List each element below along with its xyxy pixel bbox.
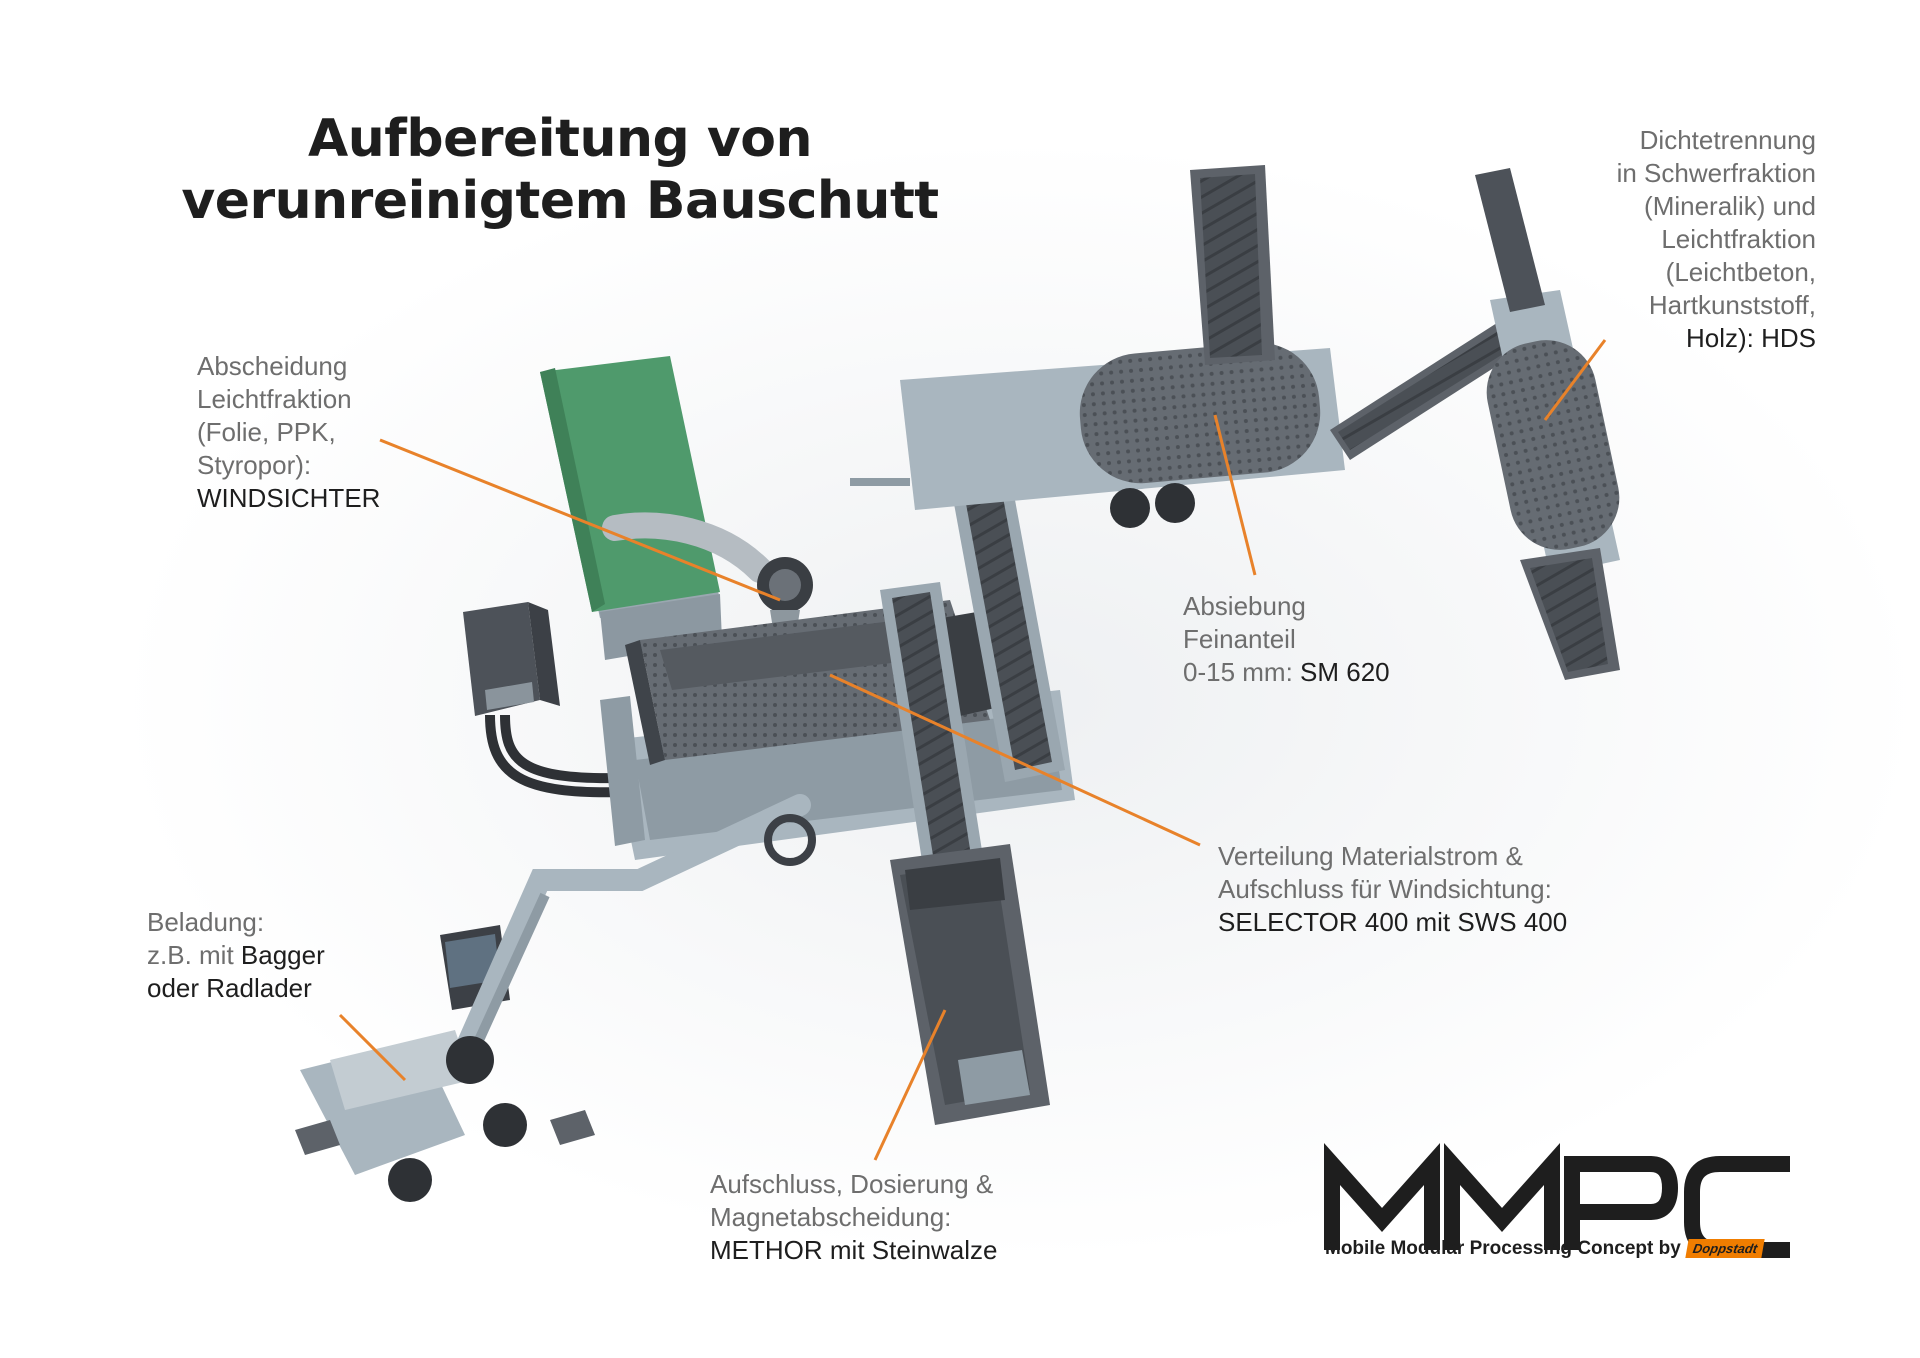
label-sieb-line-2: Feinanteil	[1183, 624, 1296, 654]
power-unit	[463, 602, 626, 798]
label-hds-line-4: Leichtfraktion	[1661, 224, 1816, 254]
label-beladung-line-1: Beladung:	[147, 907, 265, 937]
leader-selector	[829, 673, 1201, 847]
doppstadt-badge: Doppstadt	[1685, 1239, 1765, 1259]
label-beladung-line-2: z.B. mit Bagger	[147, 939, 325, 972]
label-selector-line-3: SELECTOR 400 mit SWS 400	[1218, 907, 1568, 937]
label-hds-line-2: in Schwerfraktion	[1616, 158, 1816, 188]
label-hds-line-1: Dichtetrennung	[1639, 125, 1816, 155]
label-windsichter-line-5: WINDSICHTER	[197, 483, 381, 513]
trommel-screen	[850, 165, 1345, 528]
label-sieb-line-1: Absiebung	[1183, 591, 1306, 621]
label-windsichter: Abscheidung Leichtfraktion (Folie, PPK, …	[197, 350, 380, 515]
label-selector-line-1: Verteilung Materialstrom &	[1218, 841, 1523, 871]
label-hds-line-3: (Mineralik) und	[1644, 191, 1816, 221]
label-beladung-line-3: oder Radlader	[147, 973, 312, 1003]
title-line-2: verunreinigtem Bauschutt	[181, 171, 939, 231]
logo-tagline-text: Mobile Modular Processing Concept by	[1325, 1238, 1681, 1259]
title-line-1: Aufbereitung von	[308, 109, 812, 169]
leader-sieb	[1213, 414, 1257, 576]
label-hds-line-5: (Leichtbeton,	[1665, 257, 1816, 287]
leader-windsichter	[379, 438, 781, 602]
label-beladung: Beladung: z.B. mit Bagger oder Radlader	[147, 906, 325, 1005]
leader-beladung	[338, 1013, 407, 1082]
label-selector-line-2: Aufschluss für Windsichtung:	[1218, 874, 1552, 904]
methor-machine	[880, 582, 1050, 1125]
leader-hds	[1543, 339, 1607, 421]
label-windsichter-line-3: (Folie, PPK,	[197, 417, 336, 447]
leader-lines	[338, 339, 1607, 1161]
label-beladung-bagger: Bagger	[240, 940, 325, 970]
label-windsichter-line-1: Abscheidung	[197, 351, 348, 381]
label-sieb-model: SM 620	[1300, 657, 1390, 687]
label-hds: Dichtetrennung in Schwerfraktion (Minera…	[1480, 124, 1816, 355]
label-windsichter-line-2: Leichtfraktion	[197, 384, 352, 414]
label-sieb-line-3: 0-15 mm: SM 620	[1183, 656, 1390, 689]
leader-methor	[873, 1009, 947, 1161]
label-beladung-example: z.B. mit	[147, 940, 241, 970]
label-methor: Aufschluss, Dosierung & Magnetabscheidun…	[710, 1168, 998, 1267]
windsichter-container	[540, 356, 722, 660]
label-hds-line-6: Hartkunststoff,	[1648, 290, 1816, 320]
label-sieb-range: 0-15 mm:	[1183, 657, 1301, 687]
page-title: Aufbereitung von verunreinigtem Bauschut…	[150, 108, 970, 232]
hds-separator	[1475, 168, 1620, 680]
excavator	[295, 794, 816, 1202]
label-sieb: Absiebung Feinanteil 0-15 mm: SM 620	[1183, 590, 1390, 689]
label-selector: Verteilung Materialstrom & Aufschluss fü…	[1218, 840, 1567, 939]
windsichter-duct	[602, 512, 813, 660]
hds-feed-conveyor	[1330, 305, 1545, 460]
label-methor-line-2: Magnetabscheidung:	[710, 1202, 952, 1232]
label-methor-line-3: METHOR mit Steinwalze	[710, 1235, 998, 1265]
label-methor-line-1: Aufschluss, Dosierung &	[710, 1169, 994, 1199]
label-windsichter-line-4: Styropor):	[197, 450, 312, 480]
label-hds-line-7: Holz): HDS	[1685, 323, 1816, 353]
